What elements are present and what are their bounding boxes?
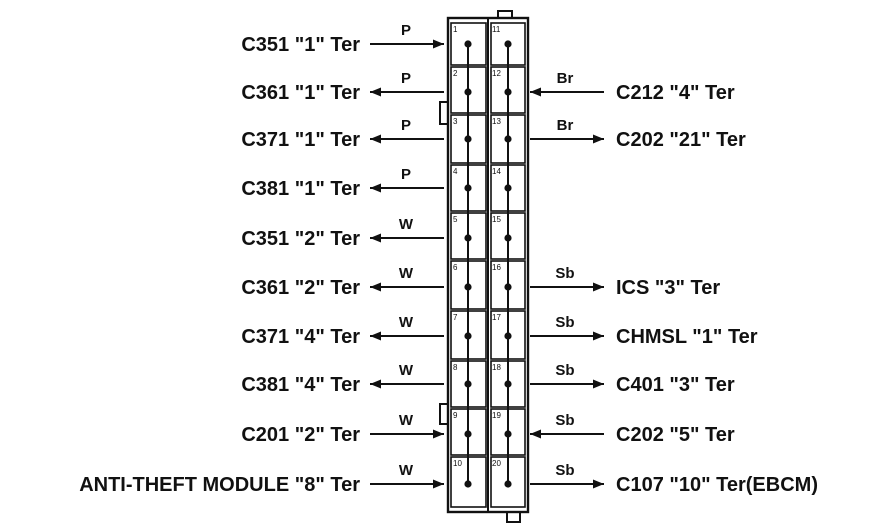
wire-color-code: W bbox=[399, 314, 414, 331]
wire-color-code: Br bbox=[557, 117, 574, 134]
arrow-head-icon bbox=[433, 429, 444, 439]
pin-number: 16 bbox=[492, 263, 501, 272]
terminal-dot bbox=[464, 40, 472, 48]
terminal-dot bbox=[464, 430, 472, 438]
wire-color-code: Sb bbox=[555, 412, 574, 429]
arrow-head-icon bbox=[370, 87, 381, 97]
terminal-dot bbox=[504, 430, 512, 438]
terminal-dot bbox=[464, 135, 472, 143]
connector-side-key bbox=[439, 101, 448, 125]
wire-color-code: W bbox=[399, 462, 414, 479]
terminal-label: C381 "1" Ter bbox=[241, 178, 360, 200]
pin-number: 19 bbox=[492, 411, 501, 420]
terminal-label: C351 "1" Ter bbox=[241, 34, 360, 56]
wire-color-code: W bbox=[399, 265, 414, 282]
pin-number: 9 bbox=[453, 411, 458, 420]
pin-number: 17 bbox=[492, 313, 501, 322]
terminal-label: CHMSL "1" Ter bbox=[616, 326, 758, 348]
terminal-dot bbox=[504, 184, 512, 192]
terminal-label: C212 "4" Ter bbox=[616, 82, 735, 104]
arrow-head-icon bbox=[593, 379, 604, 389]
arrow-head-icon bbox=[433, 479, 444, 489]
arrow-head-icon bbox=[370, 233, 381, 243]
wire-color-code: Sb bbox=[555, 362, 574, 379]
terminal-dot bbox=[504, 380, 512, 388]
pin-number: 10 bbox=[453, 459, 462, 468]
terminal-dot bbox=[504, 40, 512, 48]
arrow-head-icon bbox=[370, 331, 381, 341]
pin-number: 15 bbox=[492, 215, 501, 224]
wire-color-code: P bbox=[401, 117, 411, 134]
arrow-head-icon bbox=[593, 134, 604, 144]
terminal-dot bbox=[464, 480, 472, 488]
pin-number: 4 bbox=[453, 167, 458, 176]
terminal-dot bbox=[504, 332, 512, 340]
terminal-label: ICS "3" Ter bbox=[616, 277, 720, 299]
pin-number: 13 bbox=[492, 117, 501, 126]
arrow-head-icon bbox=[530, 87, 541, 97]
arrow-head-icon bbox=[433, 39, 444, 49]
terminal-dot bbox=[504, 480, 512, 488]
pin-number: 20 bbox=[492, 459, 501, 468]
terminal-label: C371 "1" Ter bbox=[241, 129, 360, 151]
pin-number: 1 bbox=[453, 25, 458, 34]
pin-number: 12 bbox=[492, 69, 501, 78]
terminal-label: C371 "4" Ter bbox=[241, 326, 360, 348]
pin-number: 6 bbox=[453, 263, 458, 272]
terminal-dot bbox=[504, 283, 512, 291]
terminal-dot bbox=[504, 88, 512, 96]
terminal-label: C361 "1" Ter bbox=[241, 82, 360, 104]
arrow-head-icon bbox=[593, 331, 604, 341]
terminal-label: C202 "21" Ter bbox=[616, 129, 746, 151]
wire-color-code: W bbox=[399, 362, 414, 379]
terminal-label: C202 "5" Ter bbox=[616, 424, 735, 446]
arrow-head-icon bbox=[370, 379, 381, 389]
pin-number: 18 bbox=[492, 363, 501, 372]
arrow-head-icon bbox=[370, 282, 381, 292]
terminal-dot bbox=[464, 88, 472, 96]
connector-top-latch bbox=[497, 10, 513, 18]
terminal-label: C401 "3" Ter bbox=[616, 374, 735, 396]
pin-number: 2 bbox=[453, 69, 458, 78]
pin-number: 7 bbox=[453, 313, 458, 322]
terminal-dot bbox=[464, 184, 472, 192]
pin-number: 11 bbox=[492, 25, 501, 34]
arrow-head-icon bbox=[530, 429, 541, 439]
pin-number: 3 bbox=[453, 117, 458, 126]
terminal-label: C201 "2" Ter bbox=[241, 424, 360, 446]
arrow-head-icon bbox=[593, 282, 604, 292]
wire-color-code: W bbox=[399, 216, 414, 233]
terminal-dot bbox=[464, 380, 472, 388]
terminal-dot bbox=[464, 283, 472, 291]
wire-color-code: W bbox=[399, 412, 414, 429]
pin-number: 14 bbox=[492, 167, 501, 176]
connector-side-key bbox=[439, 403, 448, 425]
terminal-dot bbox=[464, 234, 472, 242]
wire-color-code: P bbox=[401, 166, 411, 183]
wire-color-code: Sb bbox=[555, 314, 574, 331]
arrow-head-icon bbox=[370, 183, 381, 193]
arrow-head-icon bbox=[370, 134, 381, 144]
terminal-dot bbox=[504, 234, 512, 242]
terminal-label: C381 "4" Ter bbox=[241, 374, 360, 396]
wire-color-code: Sb bbox=[555, 462, 574, 479]
wire-color-code: P bbox=[401, 22, 411, 39]
wire-color-code: P bbox=[401, 70, 411, 87]
terminal-label: C361 "2" Ter bbox=[241, 277, 360, 299]
wire-color-code: Sb bbox=[555, 265, 574, 282]
terminal-dot bbox=[464, 332, 472, 340]
connector-bottom-tab bbox=[506, 512, 521, 523]
terminal-label: ANTI-THEFT MODULE "8" Ter bbox=[79, 474, 360, 496]
terminal-dot bbox=[504, 135, 512, 143]
pin-number: 5 bbox=[453, 215, 458, 224]
arrow-head-icon bbox=[593, 479, 604, 489]
pin-number: 8 bbox=[453, 363, 458, 372]
terminal-label: C351 "2" Ter bbox=[241, 228, 360, 250]
wire-color-code: Br bbox=[557, 70, 574, 87]
terminal-label: C107 "10" Ter(EBCM) bbox=[616, 474, 818, 496]
